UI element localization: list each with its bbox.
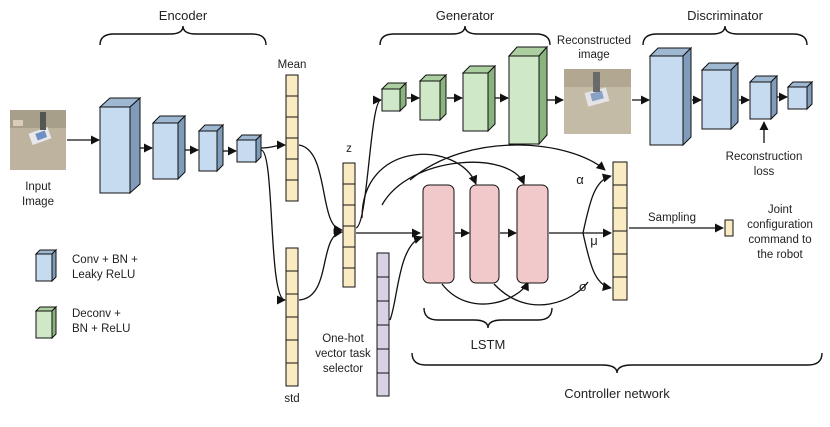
encoder-brace [99,25,267,46]
legend-conv-label: Conv + BN + [72,254,138,266]
sigma-label: σ [579,279,587,294]
lstm-cell-1 [422,184,455,284]
legend-deconv-label-2: BN + ReLU [72,323,130,335]
sampling-label: Sampling [648,212,696,224]
mean-label: Mean [278,59,307,71]
encoder-block-2 [151,114,187,181]
generator-block-2 [418,73,448,122]
lstm-cell-3 [516,184,549,284]
generator-heading: Generator [436,8,495,23]
reconstruction-loss-label: Reconstruction [726,151,803,163]
joint-label-2: configuration [747,219,813,231]
joint-label-3: command to [748,234,811,246]
encoder-block-4 [235,133,263,164]
mixture-output-vector [612,161,628,301]
onehot-label: One-hot [322,333,364,345]
lstm-heading: LSTM [471,337,506,352]
reconstructed-image [564,69,631,134]
edges [67,92,788,321]
reconstructed-label: Reconstructed [557,35,631,47]
legend-deconv-label: Deconv + [72,308,121,320]
discriminator-block-1 [648,46,693,147]
z-vector [342,162,356,288]
joint-label: Joint [768,204,793,216]
controller-brace [411,352,823,374]
lstm-cell-2 [469,184,500,284]
legend-deconv-swatch [34,305,58,340]
discriminator-block-2 [700,61,740,131]
encoder-block-1 [98,96,142,195]
onehot-label-3: selector [323,363,363,375]
std-label: std [284,393,299,405]
encoder-block-3 [197,123,225,173]
reconstructed-label-2: image [578,49,609,61]
discriminator-block-3 [748,74,779,121]
discriminator-block-4 [786,80,814,111]
generator-block-1 [380,81,408,113]
discriminator-brace [642,25,808,46]
onehot-vector [376,252,390,397]
generator-block-3 [461,64,497,133]
mean-vector [285,74,299,202]
generator-block-4 [507,45,549,146]
input-image-label-2: Image [22,196,54,208]
input-image [10,110,66,170]
encoder-heading: Encoder [159,8,208,23]
alpha-label: α [576,172,584,187]
onehot-label-2: vector task [315,348,371,360]
generator-brace [379,25,551,46]
legend-conv-swatch [34,248,58,283]
legend-conv-label-2: Leaky ReLU [72,269,135,281]
std-vector [285,247,299,387]
mu-label: μ [590,233,598,248]
input-image-label: Input [25,181,51,193]
joint-output-box [724,219,734,237]
reconstruction-loss-label-2: loss [754,166,775,178]
discriminator-heading: Discriminator [687,8,764,23]
lstm-brace [423,307,553,329]
z-label: z [346,143,352,155]
controller-heading: Controller network [564,386,670,401]
joint-label-4: the robot [757,249,803,261]
